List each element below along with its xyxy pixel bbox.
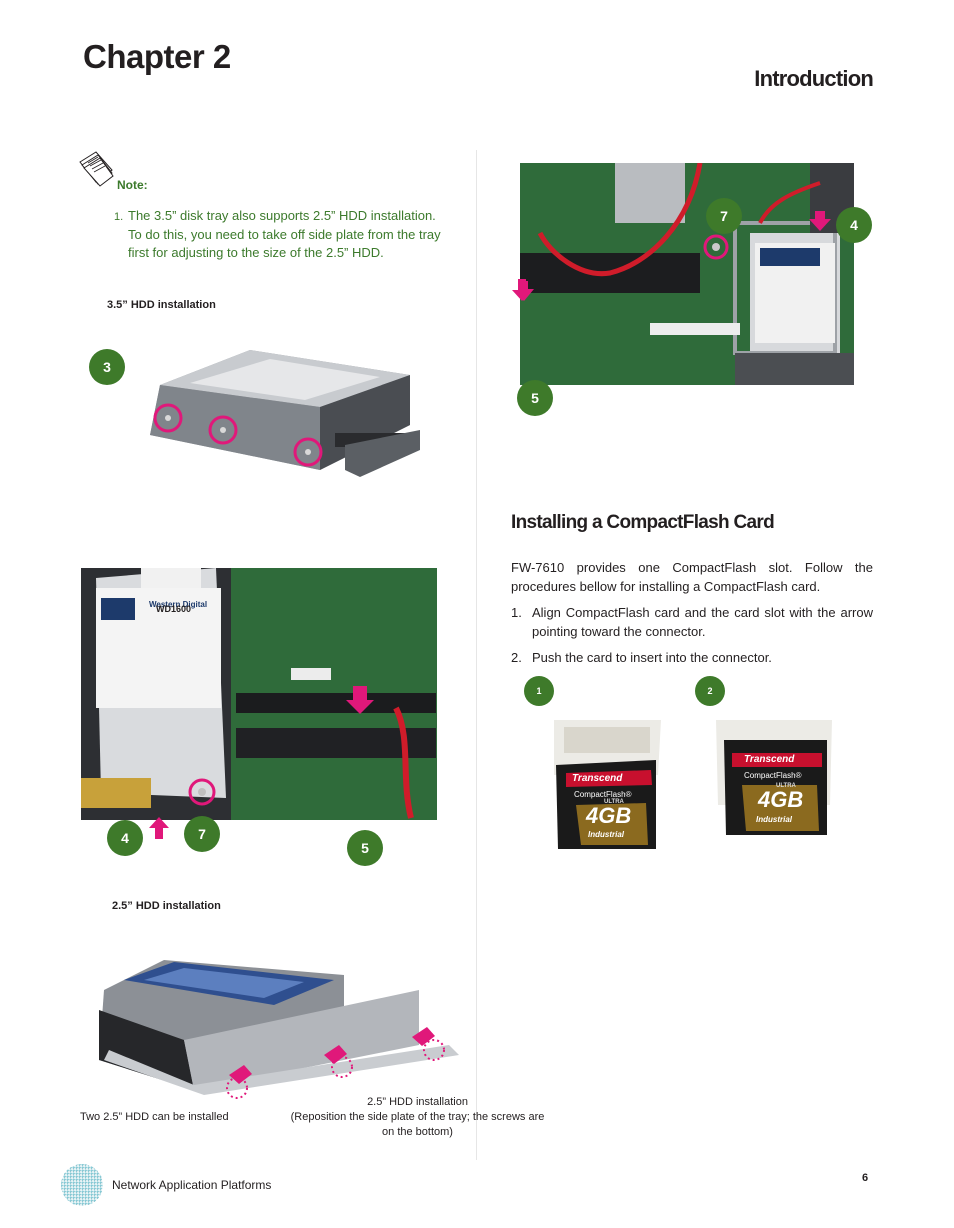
callout-badge: 4 (836, 207, 872, 243)
page-number: 6 (862, 1172, 869, 1184)
cf-slot-graphic (716, 720, 832, 835)
chassis-board-graphic (520, 163, 854, 385)
section-title: Introduction (754, 66, 874, 91)
compactflash-intro: FW-7610 provides one CompactFlash slot. … (511, 560, 873, 594)
callout-badge: 2 (695, 676, 725, 706)
up-arrow-icon (149, 817, 169, 839)
compactflash-steps: 1. Align CompactFlash card and the card … (511, 604, 873, 676)
note-item: 1. The 3.5” disk tray also supports 2.5” … (114, 207, 449, 263)
callout-badge: 1 (524, 676, 554, 706)
cf-type-label: CompactFlash® (574, 790, 632, 799)
compactflash-title: Installing a CompactFlash Card (511, 512, 775, 533)
chassis-photo-left: Western Digital WD1600 (81, 568, 437, 820)
cf-slot-graphic (554, 720, 661, 849)
cf-class-label: Industrial (588, 830, 625, 839)
caption-25-hdd: 2.5” HDD installation (112, 900, 221, 912)
callout-badge: 5 (347, 830, 383, 866)
chassis-board-graphic (81, 568, 437, 820)
chapter-title: Chapter 2 (83, 38, 231, 75)
step-number: 1. (511, 605, 522, 620)
column-divider (476, 150, 477, 1160)
note-icon (79, 151, 114, 187)
cf-type-label: CompactFlash® (744, 771, 802, 780)
hdd-25-tray-photo (99, 960, 459, 1099)
callout-badge: 7 (706, 198, 742, 234)
note-item-number: 1. (114, 211, 124, 223)
callout-badge: 3 (89, 349, 125, 385)
cf-capacity-label: 4GB (758, 787, 804, 812)
caption-two-hdd: Two 2.5” HDD can be installed (80, 1111, 229, 1123)
caption-35-hdd: 3.5” HDD installation (107, 299, 216, 311)
cf-brand-label: Transcend (744, 754, 795, 765)
globe-logo-icon (61, 1164, 103, 1206)
list-item: 2. Push the card to insert into the conn… (511, 649, 873, 668)
cf-card-photo-1: Transcend CompactFlash® 4GB ULTRA Indust… (546, 715, 666, 849)
chassis-photo-right (520, 163, 854, 385)
hdd-35-photo (150, 350, 420, 477)
note-label: Note: (117, 178, 148, 192)
hdd-model-label: WD1600 (156, 604, 192, 614)
cf-class-label: Industrial (756, 815, 793, 824)
cf-brand-label: Transcend (572, 773, 623, 784)
note-item-text: The 3.5” disk tray also supports 2.5” HD… (128, 208, 441, 260)
callout-badge: 5 (517, 380, 553, 416)
callout-badge: 7 (184, 816, 220, 852)
footer-text: Network Application Platforms (112, 1178, 272, 1192)
step-text: Align CompactFlash card and the card slo… (532, 605, 873, 639)
down-arrow-icon (512, 279, 532, 301)
step-number: 2. (511, 650, 522, 665)
list-item: 1. Align CompactFlash card and the card … (511, 604, 873, 641)
cf-grade-label: ULTRA (776, 783, 796, 789)
cf-grade-label: ULTRA (604, 799, 624, 805)
hdd-brand-label: Western Digital (149, 600, 208, 609)
callout-badge: 4 (107, 820, 143, 856)
step-text: Push the card to insert into the connect… (532, 650, 772, 665)
cf-card-photo-2: Transcend CompactFlash® 4GB ULTRA Indust… (712, 715, 836, 835)
cf-capacity-label: 4GB (586, 803, 632, 828)
caption-reposition: 2.5” HDD installation (Reposition the si… (290, 1096, 545, 1138)
